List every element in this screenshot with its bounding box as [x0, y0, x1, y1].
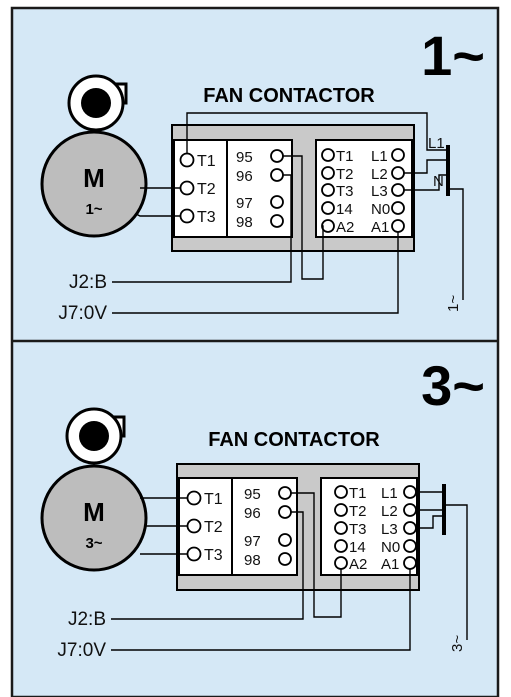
single-phase-section: 1~ FAN CONTACTOR M 1~ T1 T2 [40, 24, 485, 324]
main-terminal-right: L2 [381, 503, 417, 520]
svg-text:A1: A1 [371, 219, 389, 236]
main-terminal-left: 14 [334, 539, 366, 556]
svg-text:L2: L2 [371, 166, 388, 183]
main-terminal-left: T2 [321, 166, 354, 183]
fan-icon [67, 74, 128, 132]
svg-text:97: 97 [244, 533, 261, 550]
svg-text:L1: L1 [381, 485, 398, 502]
aux-terminal: 95 [236, 149, 284, 166]
svg-text:T2: T2 [349, 503, 367, 520]
svg-text:95: 95 [236, 149, 253, 166]
main-terminal-right: N0 [381, 539, 417, 556]
main-terminal-left: A2 [321, 219, 354, 236]
three-phase-section: 3~ FAN CONTACTOR M 3~ T1 T2 T3 95 96 97 … [40, 354, 485, 661]
motor-symbol: M 3~ [40, 464, 148, 572]
main-terminal-right: L2 [371, 166, 405, 183]
svg-text:T3: T3 [336, 183, 354, 200]
svg-text:98: 98 [236, 214, 253, 231]
single-phase-heading: 1~ [421, 24, 485, 87]
input-label-j2b: J2:B [69, 272, 107, 293]
motor-letter: M [83, 163, 105, 193]
svg-text:T2: T2 [336, 166, 354, 183]
motor-terminal: T1 [186, 490, 223, 508]
three-phase-heading: 3~ [421, 354, 485, 417]
svg-text:95: 95 [244, 486, 261, 503]
main-terminal-left: T2 [334, 503, 367, 520]
input-label-j2b: J2:B [68, 609, 106, 630]
contactor-title: FAN CONTACTOR [208, 429, 380, 451]
svg-text:T3: T3 [197, 209, 216, 226]
main-terminal-right: L3 [371, 183, 405, 200]
wiring [112, 112, 464, 314]
motor-symbol: M 1~ [40, 130, 148, 238]
aux-terminal: 97 [236, 195, 284, 212]
motor-phase-label: 3~ [85, 535, 102, 552]
supply-label: 1~ [445, 295, 462, 312]
motor-terminal: T2 [179, 180, 216, 198]
motor-phase-label: 1~ [85, 201, 102, 218]
main-terminal-left: 14 [321, 201, 353, 218]
motor-terminal: T1 [179, 152, 216, 170]
svg-text:T1: T1 [197, 153, 216, 170]
main-terminal-left: T3 [334, 521, 367, 538]
svg-text:N0: N0 [371, 201, 390, 218]
svg-text:T1: T1 [204, 491, 223, 508]
input-label-j7-0v: J7:0V [58, 303, 107, 324]
svg-text:96: 96 [236, 168, 253, 185]
wiring [111, 491, 468, 651]
svg-text:T1: T1 [336, 148, 354, 165]
svg-text:T2: T2 [204, 519, 223, 536]
svg-text:T2: T2 [197, 181, 216, 198]
svg-text:A1: A1 [381, 556, 399, 573]
contactor-title: FAN CONTACTOR [203, 85, 375, 107]
main-terminal-left: T3 [321, 183, 354, 200]
input-label-j7-0v: J7:0V [57, 640, 106, 661]
motor-terminal: T2 [186, 518, 223, 536]
supply-label: 3~ [449, 635, 466, 652]
svg-text:T3: T3 [204, 547, 223, 564]
main-terminal-right: A1 [381, 556, 417, 573]
svg-text:N0: N0 [381, 539, 400, 556]
aux-terminal: 97 [244, 533, 292, 550]
svg-text:L3: L3 [371, 183, 388, 200]
fan-icon [65, 407, 126, 465]
svg-text:A2: A2 [349, 556, 367, 573]
motor-terminal: T3 [186, 546, 223, 564]
main-terminal-left: T1 [321, 148, 354, 165]
motor-letter: M [83, 497, 105, 527]
aux-terminal: 98 [236, 214, 284, 231]
aux-terminal: 98 [244, 552, 292, 569]
svg-text:97: 97 [236, 195, 253, 212]
svg-text:L1: L1 [371, 148, 388, 165]
line-label-n: N [433, 173, 444, 190]
main-terminal-right: L1 [371, 148, 405, 165]
line-label-l1: L1 [428, 135, 445, 152]
main-terminal-right: N0 [371, 201, 405, 218]
svg-text:T1: T1 [349, 485, 367, 502]
svg-text:14: 14 [349, 539, 366, 556]
main-terminal-right: A1 [371, 219, 405, 236]
svg-text:L2: L2 [381, 503, 398, 520]
motor-terminal: T3 [179, 208, 216, 226]
svg-text:L3: L3 [381, 521, 398, 538]
svg-text:98: 98 [244, 552, 261, 569]
main-terminal-left: A2 [334, 556, 367, 573]
svg-text:A2: A2 [336, 219, 354, 236]
svg-text:T3: T3 [349, 521, 367, 538]
main-terminal-left: T1 [334, 485, 367, 502]
svg-text:96: 96 [244, 505, 261, 522]
svg-text:14: 14 [336, 201, 353, 218]
